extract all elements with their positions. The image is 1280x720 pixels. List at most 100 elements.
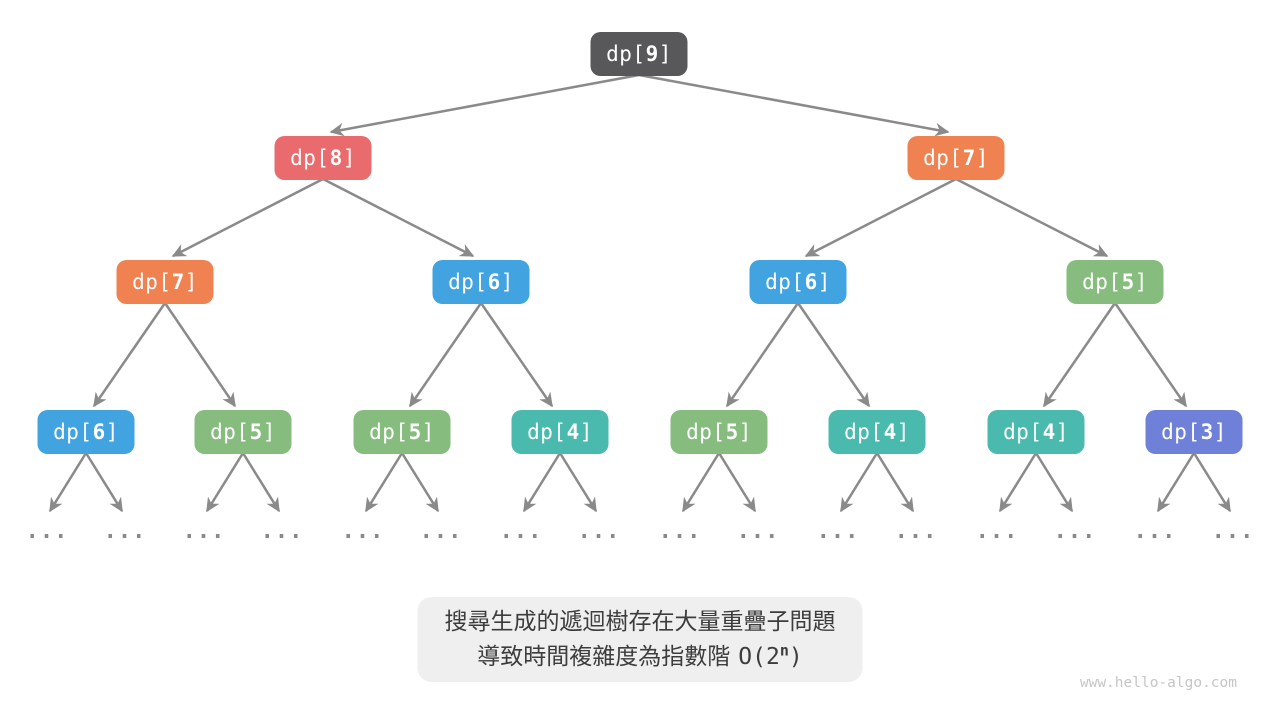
node-label-index: 5 xyxy=(408,420,422,444)
node-label-prefix: dp[ xyxy=(844,420,884,444)
node-label-prefix: dp[ xyxy=(1082,270,1122,294)
ellipsis-subtree: ... xyxy=(577,519,621,544)
tree-edge-arrow xyxy=(796,302,871,408)
node-label-suffix: ] xyxy=(262,420,276,444)
ellipsis-subtree: ... xyxy=(816,519,860,544)
node-label-prefix: dp[ xyxy=(210,420,250,444)
tree-node-dp6: dp[6] xyxy=(432,260,530,304)
node-label-index: 4 xyxy=(883,420,897,444)
node-label-suffix: ] xyxy=(342,146,356,170)
node-label-suffix: ] xyxy=(738,420,752,444)
node-label-prefix: dp[ xyxy=(686,420,726,444)
node-label-prefix: dp[ xyxy=(765,270,805,294)
tree-edge-arrow xyxy=(681,452,721,513)
formula-exponent: n xyxy=(779,641,789,660)
tree-edge-arrow xyxy=(322,177,475,258)
tree-edge-arrow xyxy=(839,452,879,513)
tree-node-dp7: dp[7] xyxy=(116,260,214,304)
node-label-prefix: dp[ xyxy=(923,146,963,170)
formula-prefix: O(2 xyxy=(738,644,780,670)
ellipsis-subtree: ... xyxy=(1053,519,1097,544)
node-label-suffix: ] xyxy=(500,270,514,294)
node-label-suffix: ] xyxy=(975,146,989,170)
node-label-index: 7 xyxy=(962,146,976,170)
node-label-prefix: dp[ xyxy=(132,270,172,294)
node-label-index: 6 xyxy=(487,270,501,294)
node-label-index: 4 xyxy=(566,420,580,444)
node-label-index: 5 xyxy=(249,420,263,444)
ellipsis-subtree: ... xyxy=(975,519,1019,544)
tree-edge-arrow xyxy=(875,452,915,513)
tree-edge-arrow xyxy=(1156,452,1196,513)
tree-node-dp9: dp[9] xyxy=(590,32,688,76)
node-label-index: 5 xyxy=(1121,270,1135,294)
tree-edge-arrow xyxy=(725,302,800,408)
ellipsis-subtree: ... xyxy=(25,519,69,544)
node-label-prefix: dp[ xyxy=(527,420,567,444)
ellipsis-subtree: ... xyxy=(894,519,938,544)
tree-edge-arrow xyxy=(638,73,950,137)
node-label-prefix: dp[ xyxy=(290,146,330,170)
node-label-suffix: ] xyxy=(896,420,910,444)
ellipsis-subtree: ... xyxy=(419,519,463,544)
node-label-index: 6 xyxy=(92,420,106,444)
caption-line-1: 搜尋生成的遞迴樹存在大量重疊子問題 xyxy=(444,608,836,634)
tree-node-dp7: dp[7] xyxy=(907,136,1005,180)
formula-suffix: ) xyxy=(788,644,803,670)
node-label-prefix: dp[ xyxy=(448,270,488,294)
node-label-index: 6 xyxy=(804,270,818,294)
tree-edge-arrow xyxy=(804,177,957,258)
tree-edge-arrow xyxy=(479,302,554,408)
ellipsis-subtree: ... xyxy=(736,519,780,544)
tree-edge-arrow xyxy=(48,452,88,513)
ellipsis-subtree: ... xyxy=(1211,519,1255,544)
node-label-index: 4 xyxy=(1042,420,1056,444)
node-label-index: 5 xyxy=(725,420,739,444)
ellipsis-subtree: ... xyxy=(182,519,226,544)
tree-node-dp5: dp[5] xyxy=(194,410,292,454)
tree-edge-arrow xyxy=(408,302,483,408)
tree-edge-arrow xyxy=(241,452,281,513)
tree-edge-arrow xyxy=(171,177,324,258)
node-label-suffix: ] xyxy=(1213,420,1227,444)
tree-edge-arrow xyxy=(1113,302,1188,408)
ellipsis-subtree: ... xyxy=(341,519,385,544)
ellipsis-subtree: ... xyxy=(103,519,147,544)
tree-edge-arrow xyxy=(364,452,404,513)
tree-node-dp5: dp[5] xyxy=(353,410,451,454)
tree-edge-arrow xyxy=(1042,302,1117,408)
ellipsis-subtree: ... xyxy=(260,519,304,544)
node-label-suffix: ] xyxy=(421,420,435,444)
tree-node-dp3: dp[3] xyxy=(1145,410,1243,454)
tree-edge-arrow xyxy=(400,452,440,513)
node-label-prefix: dp[ xyxy=(53,420,93,444)
tree-edge-arrow xyxy=(1034,452,1074,513)
tree-node-dp4: dp[4] xyxy=(828,410,926,454)
tree-node-dp5: dp[5] xyxy=(670,410,768,454)
node-label-prefix: dp[ xyxy=(606,42,646,66)
tree-edge-arrow xyxy=(998,452,1038,513)
tree-node-dp8: dp[8] xyxy=(274,136,372,180)
node-label-suffix: ] xyxy=(184,270,198,294)
node-label-index: 7 xyxy=(171,270,185,294)
tree-edge-arrow xyxy=(329,73,640,137)
tree-node-dp4: dp[4] xyxy=(987,410,1085,454)
watermark-url: www.hello-algo.com xyxy=(1079,675,1237,691)
complexity-formula: O(2n) xyxy=(738,641,803,670)
ellipsis-subtree: ... xyxy=(658,519,702,544)
ellipsis-subtree: ... xyxy=(499,519,543,544)
node-label-suffix: ] xyxy=(1055,420,1069,444)
tree-edge-arrow xyxy=(205,452,245,513)
tree-edge-arrow xyxy=(84,452,124,513)
tree-edge-arrow xyxy=(955,177,1109,258)
tree-node-dp4: dp[4] xyxy=(511,410,609,454)
tree-node-dp6: dp[6] xyxy=(37,410,135,454)
node-label-index: 9 xyxy=(645,42,659,66)
node-label-index: 3 xyxy=(1200,420,1214,444)
node-label-suffix: ] xyxy=(105,420,119,444)
tree-edge-arrow xyxy=(558,452,598,513)
node-label-suffix: ] xyxy=(658,42,672,66)
